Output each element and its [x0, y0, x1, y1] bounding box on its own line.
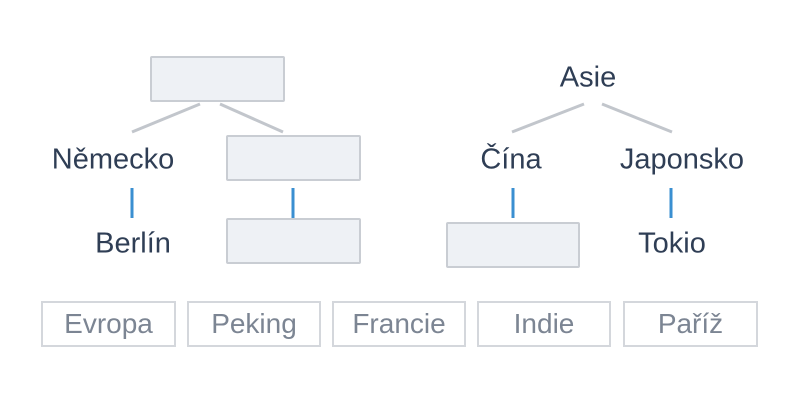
left-root-drop-slot[interactable]	[150, 56, 285, 102]
branch-line-left-2	[219, 102, 284, 134]
right-child-1-capital-drop-slot[interactable]	[446, 222, 580, 268]
word-chip-francie[interactable]: Francie	[332, 301, 466, 347]
word-chip-pariz[interactable]: Paříž	[623, 301, 758, 347]
branch-line-right-1	[511, 102, 585, 134]
left-child-1-capital: Berlín	[95, 227, 171, 260]
branch-line-left-1	[131, 102, 201, 134]
left-child-2-capital-drop-slot[interactable]	[226, 218, 361, 264]
right-child-1-country: Čína	[480, 143, 542, 176]
word-chip-evropa[interactable]: Evropa	[41, 301, 176, 347]
right-child-2-capital: Tokio	[638, 227, 706, 260]
branch-line-right-2	[601, 102, 673, 134]
left-child-1-country: Německo	[51, 143, 175, 176]
right-root-label: Asie	[559, 61, 617, 94]
left-child-2-country-drop-slot[interactable]	[226, 135, 361, 181]
right-child-2-country: Japonsko	[619, 143, 745, 176]
word-chip-peking[interactable]: Peking	[187, 301, 321, 347]
word-chip-indie[interactable]: Indie	[477, 301, 611, 347]
